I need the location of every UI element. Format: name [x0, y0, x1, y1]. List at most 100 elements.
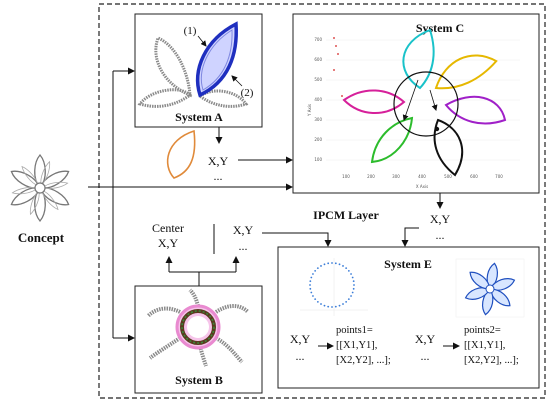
e-ring-dot: [316, 267, 319, 270]
arrow-b-output-to-e: [262, 232, 332, 247]
e-ring-dot: [338, 304, 341, 307]
e-ring-dot: [352, 287, 355, 290]
c-y-tick: 500: [314, 77, 322, 82]
callout-2-arrow: [231, 75, 243, 87]
callout-1-label: (1): [184, 25, 197, 37]
e-left-dots: ...: [296, 349, 305, 363]
ipcm-layer-label: IPCM Layer: [313, 208, 379, 222]
e-points1-line3: [X2,Y2], ...];: [336, 355, 391, 366]
b-output-xy: X,Y: [233, 223, 254, 237]
system-a-gray-leaves: [137, 36, 249, 108]
e-points2-line3: [X2,Y2], ...];: [464, 355, 519, 366]
concept-label: Concept: [18, 230, 65, 245]
e-ring-dot: [309, 287, 312, 290]
ipcm-layer-frame: [98, 3, 546, 399]
e-points1-line1: points1=: [336, 325, 373, 336]
e-ring-dot: [345, 267, 348, 270]
system-a-blue-leaf: [195, 21, 238, 98]
system-b-center: [187, 316, 209, 338]
e-ring-dot: [331, 306, 333, 308]
e-ring-dot: [334, 305, 337, 308]
callout-2-label: (2): [241, 87, 254, 99]
c-x-tick: 200: [367, 174, 375, 179]
e-ring-dot: [310, 276, 313, 279]
concept-flower-icon: [10, 154, 70, 222]
c-leaf-purple: [444, 95, 507, 125]
c-leaf-magenta: [342, 89, 406, 115]
e-ring-dot: [312, 295, 314, 297]
c-x-tick: 300: [392, 174, 400, 179]
e-ring-dot: [323, 304, 326, 307]
e-ring-dot: [352, 280, 355, 283]
e-ring-dot: [327, 262, 330, 265]
output-orange-leaf-icon: [166, 129, 196, 179]
e-ring-dot: [350, 273, 352, 275]
b-output-center-line2: X,Y: [158, 236, 179, 250]
system-b-title: System B: [175, 373, 223, 387]
e-ring-dot: [309, 280, 312, 283]
c-x-tick: 700: [495, 174, 503, 179]
e-ring-dot: [312, 273, 314, 275]
e-ring-dot: [320, 265, 322, 267]
e-ring-dot: [310, 291, 313, 294]
e-ring-dot: [353, 284, 355, 286]
e-right-xy: X,Y: [415, 332, 436, 346]
c-leaf-yellow: [434, 54, 498, 90]
system-b-gray-arms: [146, 288, 250, 367]
c-y-tick: 600: [314, 57, 322, 62]
e-ring-dot: [314, 298, 317, 301]
e-right-dots: ...: [421, 349, 430, 363]
e-ring-dot: [323, 263, 326, 266]
c-inner-arrows: [402, 79, 438, 121]
c-output-dots: ...: [436, 228, 445, 242]
b-output-dots: ...: [239, 239, 248, 253]
b-output-center-line1: Center: [152, 221, 184, 235]
c-x-tick: 100: [342, 174, 350, 179]
e-ring-dot: [314, 269, 317, 272]
arrow-c-output-to-e: [401, 227, 419, 247]
system-e-title: System E: [384, 257, 432, 271]
e-points2-line1: points2=: [464, 325, 501, 336]
system-b-ring-inner: [181, 310, 215, 344]
e-ring-dot: [309, 284, 311, 286]
e-ring-dot: [345, 300, 348, 303]
c-x-axis-label: X Axis: [416, 184, 428, 189]
c-center-circle: [393, 71, 459, 137]
a-output-xy: X,Y: [208, 154, 229, 168]
e-ring-dot: [351, 291, 354, 294]
c-y-tick: 700: [314, 37, 322, 42]
e-flower-outline-plot: [455, 258, 525, 318]
c-leaf-black: [433, 118, 464, 177]
callout-1-arrow: [197, 35, 207, 47]
e-ring-dot: [320, 303, 322, 305]
e-ring-dot: [350, 295, 352, 297]
c-center-dot: [434, 126, 440, 132]
c-y-axis-label: Y Axis: [307, 104, 312, 117]
c-y-tick: 200: [314, 137, 322, 142]
c-x-tick: 600: [470, 174, 478, 179]
c-leaf-green: [370, 116, 414, 164]
e-ring-dot: [331, 262, 333, 264]
e-ring-dot: [334, 262, 337, 265]
c-plot-dots: [333, 37, 343, 97]
c-output-xy: X,Y: [430, 212, 451, 226]
e-dotted-circle-plot: [300, 258, 368, 316]
system-a-title: System A: [175, 110, 223, 124]
e-points1-line2: [[X1,Y1],: [336, 340, 377, 351]
c-y-tick: 300: [314, 117, 322, 122]
e-ring-dot: [338, 263, 341, 266]
system-c-box: [292, 13, 540, 194]
c-x-ticks: 100 200 300 400 500 600 700: [342, 174, 503, 179]
e-ring-dot: [342, 265, 344, 267]
c-x-tick: 400: [418, 174, 426, 179]
e-ring-dot: [327, 305, 330, 308]
c-y-ticks: 100 200 300 400 500 600 700: [314, 37, 322, 162]
e-ring-dot: [342, 303, 344, 305]
c-y-tick: 400: [314, 97, 322, 102]
a-output-dots: ...: [214, 169, 223, 183]
e-ring-dot: [347, 298, 350, 301]
e-ring-dot: [351, 276, 354, 279]
e-ring-dot: [316, 300, 319, 303]
